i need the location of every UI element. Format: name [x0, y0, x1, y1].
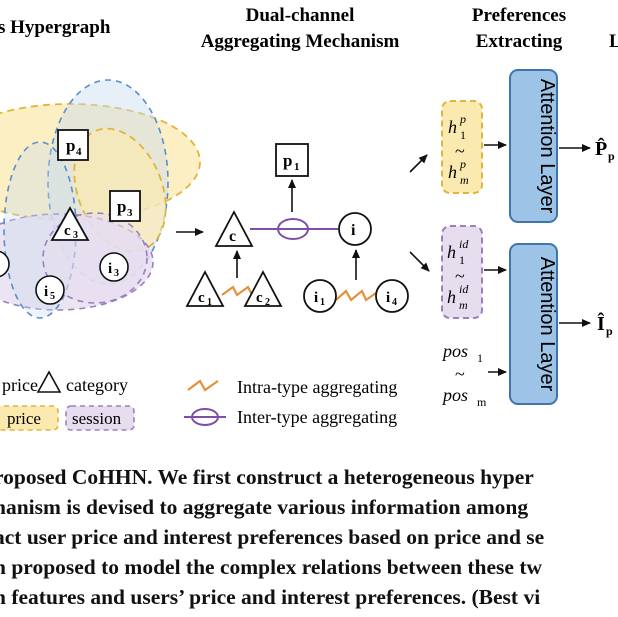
svg-text:1: 1	[294, 161, 300, 173]
svg-text:h: h	[448, 162, 457, 182]
svg-text:2: 2	[265, 297, 270, 308]
svg-text:c: c	[64, 223, 71, 239]
svg-text:i: i	[386, 290, 390, 306]
svg-text:c: c	[229, 228, 236, 245]
svg-text:Î: Î	[597, 311, 605, 335]
legend-inter-label: Inter-type aggregating	[237, 407, 397, 427]
header-cut-right: L	[609, 31, 618, 52]
svg-text:3: 3	[114, 268, 119, 279]
header-dual-line2: Aggregating Mechanism	[201, 31, 400, 52]
svg-text:Attention Layer: Attention Layer	[536, 257, 558, 392]
node-c1: c 1	[185, 270, 225, 308]
svg-text:h: h	[447, 242, 456, 262]
pos-m: pos m	[441, 385, 487, 409]
svg-text:p: p	[608, 149, 615, 163]
legend-price-box	[0, 405, 59, 431]
arrow-to-price-pref	[409, 154, 428, 173]
price-pref-box	[441, 100, 483, 194]
legend-intra-label: Intra-type aggregating	[237, 377, 397, 397]
hyperedges	[0, 79, 201, 319]
svg-text:i: i	[108, 261, 112, 277]
interest-pref-box	[441, 225, 483, 319]
legend-price-box-label: price	[7, 409, 41, 428]
svg-text:1: 1	[460, 128, 466, 142]
svg-text:pos: pos	[441, 385, 468, 405]
svg-text:p: p	[283, 151, 292, 170]
framework-figure: s Hypergraph Dual-channel Aggregating Me…	[0, 5, 618, 431]
svg-text:m: m	[459, 298, 468, 312]
svg-text:id: id	[459, 282, 469, 296]
svg-text:h: h	[447, 287, 456, 307]
header-pref-line1: Preferences	[472, 5, 566, 26]
node-c2: c 2	[243, 270, 283, 308]
caption-line-2: hanism is devised to aggregate various i…	[0, 495, 529, 519]
node-c3: c 3	[50, 206, 90, 241]
tilde-interest: ~	[455, 266, 465, 286]
intra-legend-icon	[187, 379, 219, 392]
header-pref-line2: Extracting	[476, 31, 563, 52]
arrow-to-interest-pref	[409, 251, 430, 272]
svg-text:4: 4	[392, 297, 397, 308]
intra-link-i	[335, 289, 377, 302]
node-i4: i 4	[375, 279, 409, 313]
header-dual-line1: Dual-channel	[246, 5, 355, 26]
svg-text:pos: pos	[441, 341, 468, 361]
svg-text:4: 4	[76, 146, 82, 158]
node-p3: p 3	[109, 190, 141, 222]
svg-text:P̂: P̂	[595, 136, 607, 160]
attention-layer-top: Attention Layer	[509, 69, 558, 223]
legend-category-label: category	[66, 375, 128, 395]
svg-text:1: 1	[320, 297, 325, 308]
legend-session-label: session	[72, 409, 122, 428]
node-p1: p 1	[275, 143, 309, 177]
legend-session-box	[65, 405, 135, 431]
svg-text:i: i	[351, 222, 356, 239]
node-i3: i 3	[99, 252, 129, 282]
h-price-1: h p 1	[448, 112, 466, 142]
node-i1: i 1	[303, 279, 337, 313]
svg-text:i: i	[44, 284, 48, 300]
caption-line-4: n proposed to model the complex relation…	[0, 555, 543, 579]
output-price: P̂ p	[595, 136, 615, 163]
svg-text:p: p	[606, 324, 613, 338]
svg-text:p: p	[459, 157, 466, 171]
svg-text:c: c	[256, 290, 263, 306]
svg-text:m: m	[460, 173, 469, 187]
triangle-icon	[36, 370, 62, 393]
svg-text:p: p	[117, 197, 126, 216]
svg-text:m: m	[477, 395, 487, 409]
h-interest-1: h id 1	[447, 237, 469, 267]
svg-text:3: 3	[73, 230, 78, 241]
svg-text:p: p	[459, 112, 466, 126]
caption-line-5: n features and users’ price and interest…	[0, 585, 541, 609]
svg-text:1: 1	[207, 297, 212, 308]
svg-text:3: 3	[127, 207, 133, 219]
node-i: i	[338, 212, 372, 246]
svg-text:1: 1	[477, 351, 483, 365]
figure-caption: roposed CoHHN. We first construct a hete…	[0, 462, 618, 612]
tilde-pos: ~	[455, 364, 465, 384]
legend-price-triangle-label: price	[2, 375, 38, 395]
node-i5: i 5	[35, 275, 65, 305]
svg-text:id: id	[459, 237, 469, 251]
output-interest: Î p	[597, 311, 613, 338]
svg-text:p: p	[66, 136, 75, 155]
caption-line-1: roposed CoHHN. We first construct a hete…	[0, 465, 534, 489]
h-price-m: h p m	[448, 157, 469, 187]
svg-text:h: h	[448, 117, 457, 137]
svg-text:c: c	[198, 290, 205, 306]
tilde-price: ~	[455, 141, 465, 161]
pos-1: pos 1	[441, 341, 483, 365]
header-hypergraph: s Hypergraph	[0, 17, 111, 38]
caption-line-3: act user price and interest preferences …	[0, 525, 545, 549]
attention-layer-bottom: Attention Layer	[509, 243, 558, 405]
node-p4: p 4	[57, 129, 89, 161]
svg-text:i: i	[314, 290, 318, 306]
svg-text:Attention Layer: Attention Layer	[536, 79, 558, 214]
node-c: c	[214, 210, 254, 247]
node-partial-left	[0, 250, 10, 278]
svg-text:5: 5	[50, 291, 55, 302]
h-interest-m: h id m	[447, 282, 469, 312]
svg-text:1: 1	[459, 253, 465, 267]
